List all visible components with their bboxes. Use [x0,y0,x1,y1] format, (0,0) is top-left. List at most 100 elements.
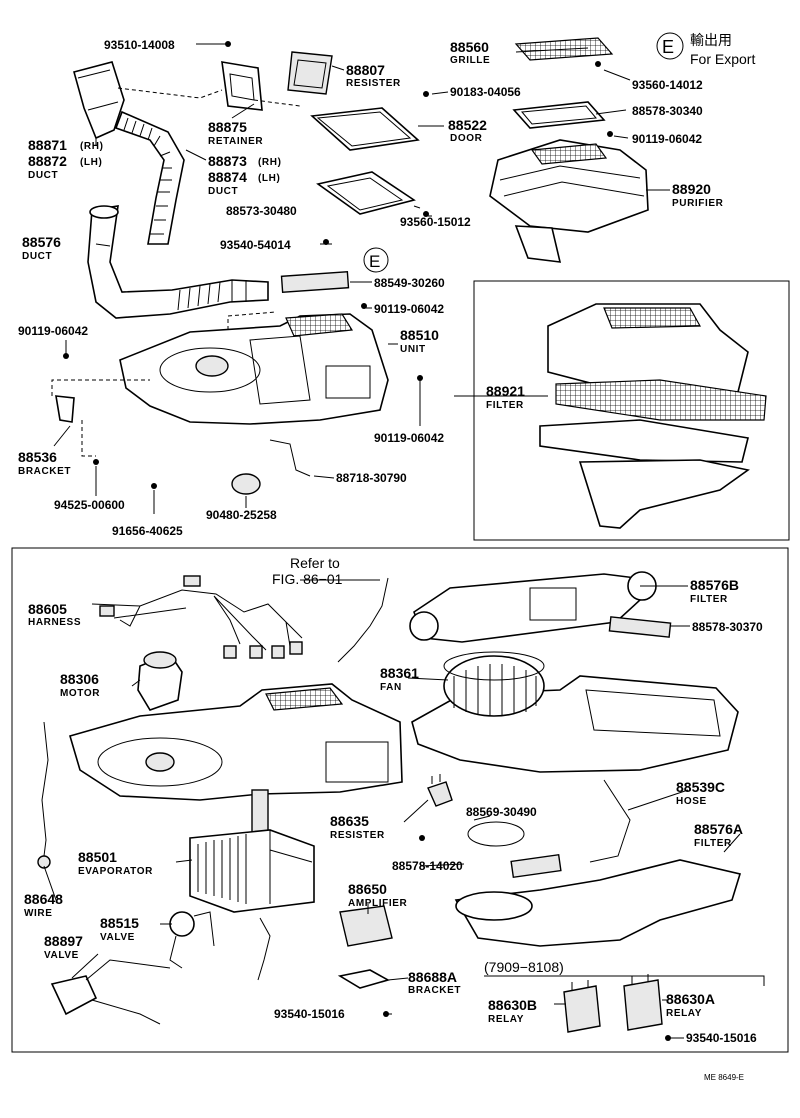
retainer-88875-shape [221,61,263,111]
label-bracket-2: BRACKET [408,985,461,996]
label-valve-1: VALVE [100,932,135,943]
label-duct-3: DUCT [22,251,52,262]
label-lh-1: (LH) [80,157,102,168]
label-88569-30490: 88569-30490 [466,805,537,819]
label-90119-06042-d: 90119-06042 [374,431,444,445]
label-unit: UNIT [400,344,426,355]
fan-case-88361-shape [411,651,739,773]
label-88635: 88635 [330,813,369,829]
unit-88510-shape [119,313,389,425]
gasket-88578-30340-shape [512,101,606,129]
bracket-88688A-shape [337,969,391,989]
label-93510-14008: 93510-14008 [104,38,175,52]
label-93560-15012: 93560-15012 [400,215,471,229]
label-88873: 88873 [208,153,247,169]
label-rh-2: (RH) [258,157,282,168]
valve-88897-shape [50,959,171,1025]
label-88515: 88515 [100,915,139,931]
inset-mark-letter: E [369,252,380,271]
range-note: (7909−8108) [484,959,564,975]
label-door: DOOR [450,133,483,144]
label-filter-1: FILTER [486,400,524,411]
hose-88539C-shape [589,779,631,863]
label-wire: WIRE [24,908,53,919]
resister-88635-shape [427,774,453,807]
label-88536: 88536 [18,449,57,465]
lower-section-frame [11,547,789,1053]
refer-line-2: FIG. 86−01 [272,571,343,587]
harness-88605-shape [91,575,303,659]
label-88921: 88921 [486,383,525,399]
fasteners [63,41,671,1041]
label-88688A: 88688A [408,969,457,985]
label-duct-2: DUCT [208,186,238,197]
label-88361: 88361 [380,665,419,681]
duct-88576-shape [87,205,269,319]
label-motor: MOTOR [60,688,100,699]
evaporator-88501-shape [189,829,315,981]
label-resister-1: RESISTER [346,78,401,89]
label-filter-2: FILTER [690,594,728,605]
label-88605: 88605 [28,601,67,617]
label-88576B: 88576B [690,577,739,593]
label-93540-54014: 93540-54014 [220,238,291,252]
label-91656-40625: 91656-40625 [112,524,183,538]
label-88573-30480: 88573-30480 [226,204,297,218]
door-88522-shape [310,107,420,151]
hose-88718-shape [269,439,311,477]
valve-88515-shape [169,911,215,969]
purifier-88920-shape [489,139,649,263]
label-94525-00600: 94525-00600 [54,498,125,512]
label-88650: 88650 [348,881,387,897]
export-jp: 輸出用 [690,32,732,48]
clamp-88569-30490-shape [467,821,525,847]
label-hose: HOSE [676,796,707,807]
label-88560: 88560 [450,39,489,55]
label-90480-25258: 90480-25258 [206,508,277,522]
label-88648: 88648 [24,891,63,907]
label-88306: 88306 [60,671,99,687]
label-88522: 88522 [448,117,487,133]
label-88875: 88875 [208,119,247,135]
label-88549-30260: 88549-30260 [374,276,445,290]
label-relay-1: RELAY [488,1014,524,1025]
export-en: For Export [690,51,755,67]
label-90119-06042-c: 90119-06042 [18,324,88,338]
lower-unit-shape [69,683,403,835]
label-93540-15016-a: 93540-15016 [274,1007,345,1021]
filter-88921-shape [539,303,767,529]
label-88510: 88510 [400,327,439,343]
pad-88578-30370-shape [608,616,672,638]
pad-88578-14020-shape [510,853,562,879]
inset-mark-circle [363,247,389,273]
doc-code: ME 8649-E [704,1073,744,1082]
label-relay-2: RELAY [666,1008,702,1019]
label-88807: 88807 [346,62,385,78]
frame-88573-shape [316,171,416,215]
label-88578-30340: 88578-30340 [632,104,703,118]
gasket-88549-shape [280,270,350,294]
label-fan: FAN [380,682,402,693]
label-88920: 88920 [672,181,711,197]
resister-88807-shape [287,51,333,95]
label-resister-2: RESISTER [330,830,385,841]
label-88874: 88874 [208,169,247,185]
label-filter-3: FILTER [694,838,732,849]
label-lh-2: (LH) [258,173,280,184]
label-88897: 88897 [44,933,83,949]
refer-harness-shape [337,577,389,663]
label-88630A: 88630A [666,991,715,1007]
refer-line-1: Refer to [290,555,340,571]
export-letter: E [662,37,674,57]
labels: 93510-14008 88807 RESISTER 88560 GRILLE … [18,32,763,1082]
label-valve-2: VALVE [44,950,79,961]
relay-88630A-shape [623,974,663,1031]
label-93540-15016-b: 93540-15016 [686,1031,757,1045]
label-duct-1: DUCT [28,170,58,181]
wire-88648-shape [41,721,49,857]
label-88576: 88576 [22,234,61,250]
label-88578-14020: 88578-14020 [392,859,463,873]
duct-88873-shape [114,110,185,245]
label-88501: 88501 [78,849,117,865]
